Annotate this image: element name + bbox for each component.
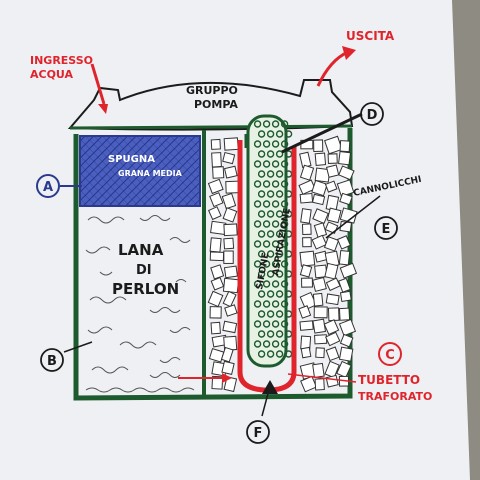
water-in-arrow: [90, 63, 108, 114]
ceramic-rings: [207, 135, 358, 393]
marker-e-label: E: [382, 222, 391, 237]
outlet-label: USCITA: [346, 29, 395, 43]
leader-b: [63, 341, 93, 353]
leader-e: [325, 195, 381, 239]
marker-b-label: B: [47, 354, 57, 369]
pump-group: [67, 79, 354, 131]
pump-label: GRUPPO: [186, 84, 238, 97]
marker-a: A: [36, 174, 60, 198]
marker-f-label: F: [254, 426, 263, 441]
filter-box-wall: [73, 128, 353, 401]
marker-b: B: [40, 348, 64, 372]
suction-siphon-tube: [246, 114, 293, 368]
sponge-label: SPUGNA: [108, 154, 155, 165]
support-triangle: [262, 380, 278, 394]
flow-arrow: [178, 373, 232, 383]
sponge-label-2: GRANA MEDIA: [118, 169, 183, 178]
marker-c: C: [378, 342, 402, 366]
pump-label-2: POMPA: [194, 98, 238, 111]
marker-a-label: A: [43, 180, 53, 195]
perlon-wool: [85, 215, 195, 393]
perlon-label-3: PERLON: [112, 280, 179, 298]
water-inlet-label-2: ACQUA: [30, 68, 74, 81]
perlon-label-2: DI: [136, 263, 152, 278]
water-inlet-label: INGRESSO: [30, 54, 93, 67]
leader-c: [287, 373, 357, 383]
marker-e: E: [374, 216, 398, 240]
marker-f: F: [246, 420, 270, 444]
perforated-pipe-label-2: TRAFORATO: [358, 390, 432, 403]
perlon-label-1: LANA: [118, 241, 164, 259]
marker-c-label: C: [385, 348, 395, 363]
leader-d: [281, 112, 363, 154]
marker-d-label: D: [367, 108, 378, 123]
water-out-arrow: [316, 46, 356, 87]
marker-d: D: [360, 102, 384, 126]
perforated-pipe-label: TUBETTO: [358, 373, 420, 387]
